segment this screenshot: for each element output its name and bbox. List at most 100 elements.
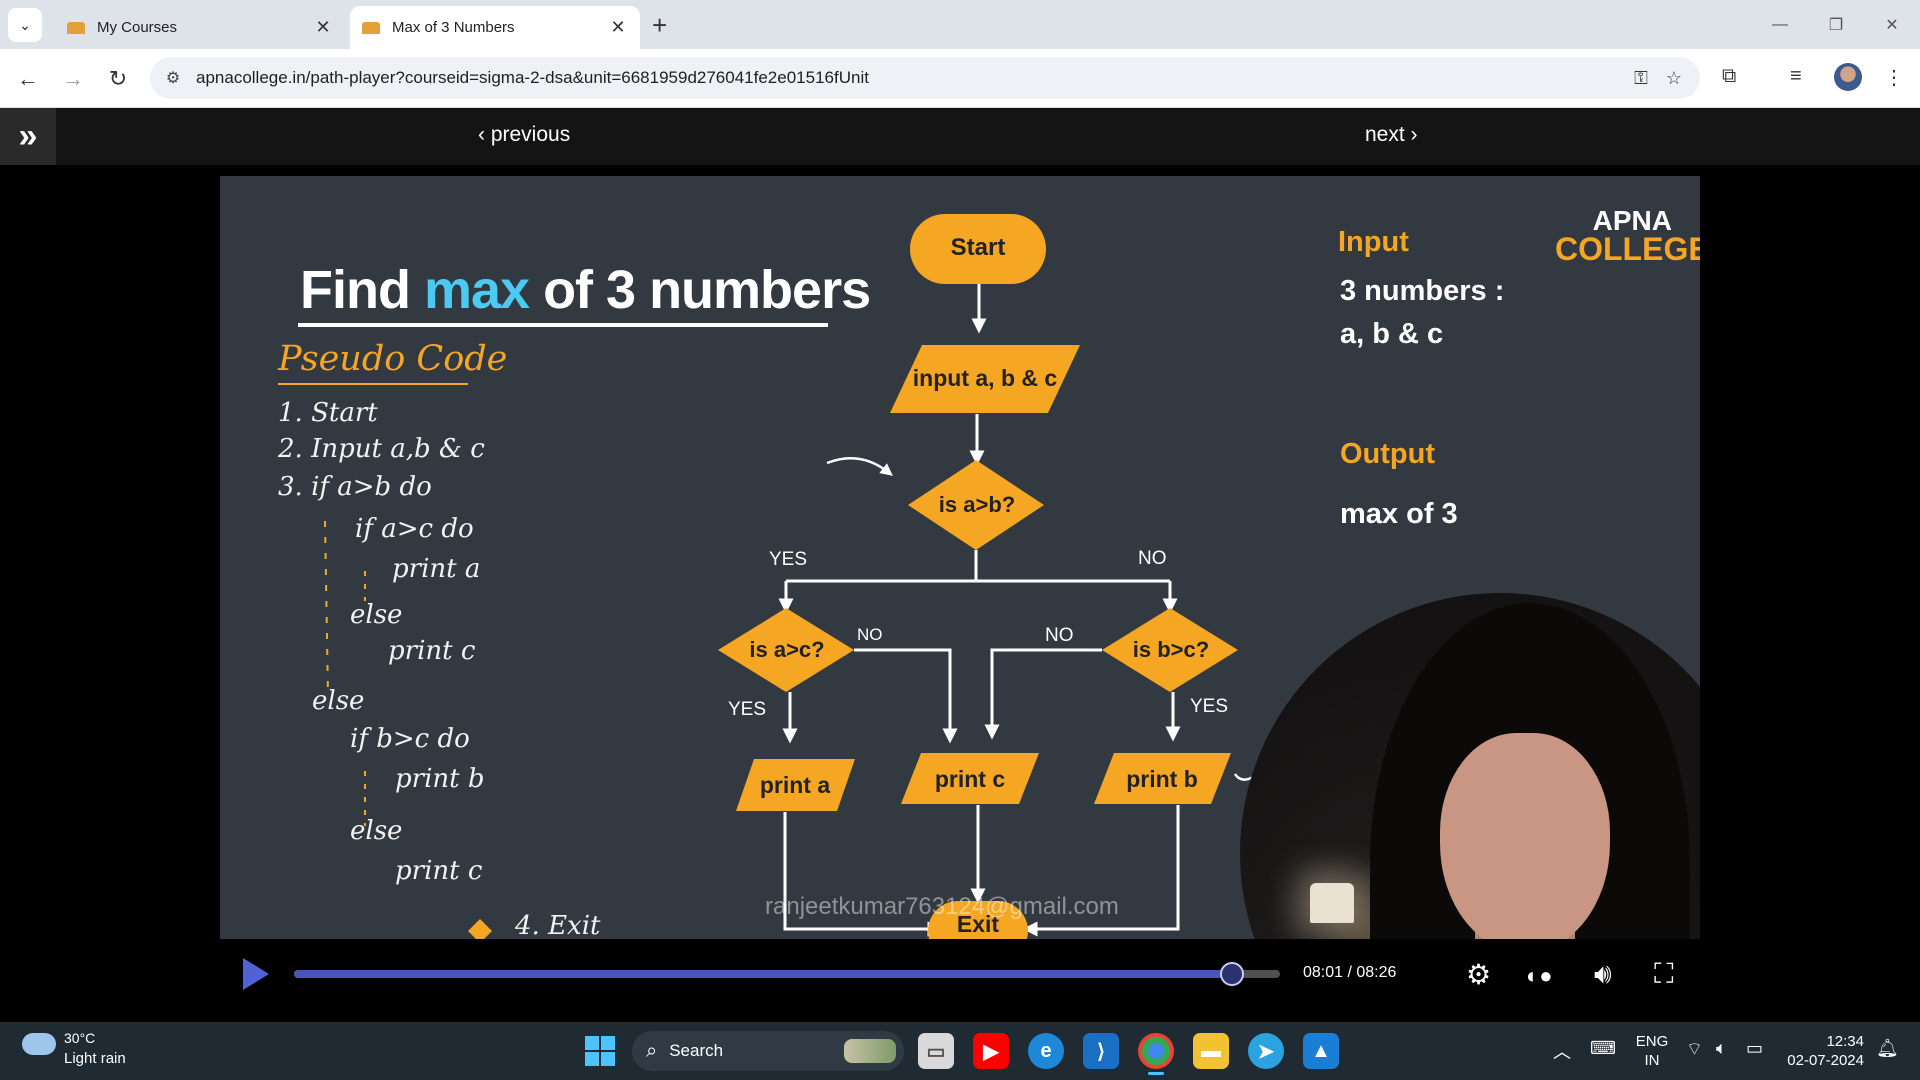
- apna-college-logo: APNA COLLEGE: [1555, 205, 1700, 267]
- flow-print-c-node: [901, 753, 1039, 804]
- windows-taskbar: 30°C Light rain ⌕ Search ▭ ▶ e ⟩ ▬ ➤ ▲ ︿…: [0, 1022, 1920, 1080]
- pseudo-code-underline: [278, 383, 468, 385]
- flow-cond3-label: is b>c?: [1132, 637, 1210, 662]
- play-icon[interactable]: [243, 958, 269, 990]
- chevron-down-icon: ⌄: [19, 16, 31, 33]
- search-highlight-image: [844, 1039, 896, 1063]
- restore-icon[interactable]: ❐: [1828, 16, 1844, 34]
- branch-yes-label: YES: [769, 549, 808, 570]
- close-icon[interactable]: ✕: [610, 17, 626, 37]
- search-icon: ⌕: [646, 1039, 658, 1062]
- pseudo-line: 3. if a>b do: [278, 472, 432, 502]
- cloud-rain-icon[interactable]: [22, 1033, 56, 1055]
- previous-link[interactable]: ‹ previous: [478, 123, 571, 146]
- star-icon[interactable]: ☆: [1665, 67, 1682, 88]
- reload-icon[interactable]: ↻: [108, 66, 128, 91]
- flow-cond1-label: is a>b?: [938, 492, 1016, 517]
- url-text: apnacollege.in/path-player?courseid=sigm…: [196, 68, 869, 87]
- branch-yes-label: YES: [728, 699, 767, 720]
- fullscreen-icon[interactable]: ⛶: [1654, 958, 1674, 989]
- branch-no-label: NO: [857, 625, 883, 644]
- flow-start-label: Start: [950, 234, 1006, 261]
- windows-start-icon[interactable]: [585, 1036, 615, 1066]
- key-icon[interactable]: ⚿: [1634, 67, 1648, 88]
- media-controls-icon[interactable]: ≡: [1790, 65, 1802, 87]
- input-heading: Input: [1338, 226, 1409, 258]
- wifi-icon[interactable]: ⌔: [1686, 1039, 1703, 1059]
- battery-icon[interactable]: ▭: [1746, 1038, 1764, 1058]
- chrome-icon[interactable]: [1138, 1033, 1174, 1075]
- flow-input-node: [890, 345, 1080, 413]
- flowchart-diagram: [324, 214, 1263, 939]
- pseudo-line: print a: [392, 554, 481, 584]
- file-explorer-icon[interactable]: ▬: [1193, 1033, 1229, 1069]
- pseudo-line: print c: [395, 856, 483, 886]
- tab-my-courses[interactable]: My Courses ✕: [55, 6, 345, 49]
- gear-icon[interactable]: ⚙: [1466, 959, 1492, 990]
- vscode-icon[interactable]: ⟩: [1083, 1033, 1119, 1069]
- next-link[interactable]: next ›: [1365, 123, 1418, 146]
- telegram-icon[interactable]: ➤: [1248, 1033, 1284, 1069]
- tab-max-of-3-numbers[interactable]: Max of 3 Numbers ✕: [350, 6, 640, 49]
- speaker-icon[interactable]: 🔈︎: [1716, 1038, 1727, 1058]
- tab-title: Max of 3 Numbers: [392, 19, 515, 36]
- weather-temperature[interactable]: 30°C: [64, 1030, 96, 1046]
- taskbar-search[interactable]: ⌕ Search: [632, 1031, 904, 1071]
- lamp-icon: [1310, 883, 1354, 923]
- photos-icon[interactable]: ▲: [1303, 1033, 1339, 1069]
- pseudo-line: else: [350, 816, 403, 846]
- progress-knob[interactable]: [1220, 962, 1245, 986]
- weather-description[interactable]: Light rain: [64, 1050, 126, 1067]
- pseudo-code-heading: Pseudo Code: [278, 339, 508, 379]
- search-label: Search: [669, 1041, 724, 1060]
- apna-college-favicon-icon: [67, 21, 85, 34]
- slide-title: Find max of 3 numbers: [300, 260, 871, 320]
- back-arrow-icon[interactable]: ←: [17, 66, 39, 91]
- flow-decision-a-gt-b: [908, 460, 1044, 550]
- pseudo-line: else: [312, 686, 365, 716]
- flow-cond2-label: is a>c?: [749, 637, 825, 662]
- notification-bell-icon[interactable]: 🔔︎: [1876, 1038, 1899, 1058]
- minimize-icon[interactable]: —: [1772, 15, 1788, 33]
- edge-icon[interactable]: e: [1028, 1033, 1064, 1069]
- window-controls: — ❐ ✕: [1752, 0, 1920, 49]
- task-view-icon[interactable]: ▭: [918, 1033, 954, 1069]
- output-text: max of 3: [1340, 498, 1458, 530]
- branch-no-label: NO: [1045, 625, 1074, 646]
- branch-yes-label: YES: [1190, 696, 1229, 717]
- tab-search-button[interactable]: ⌄: [8, 8, 42, 42]
- flow-print-b-node: [1094, 753, 1231, 804]
- menu-kebab-icon[interactable]: ⋮: [1884, 67, 1904, 89]
- new-tab-plus-icon[interactable]: +: [652, 10, 668, 40]
- flow-exit-label: Exit: [956, 911, 1000, 937]
- close-window-icon[interactable]: ✕: [1885, 16, 1899, 34]
- course-nav-bar: » ‹ previous next ›: [0, 108, 1920, 165]
- address-bar[interactable]: ⚙ apnacollege.in/path-player?courseid=si…: [150, 57, 1700, 99]
- presenter-webcam: [1240, 593, 1700, 939]
- profile-avatar[interactable]: [1834, 63, 1862, 91]
- close-icon[interactable]: ✕: [315, 17, 331, 37]
- pseudo-line: else: [350, 600, 403, 630]
- youtube-icon[interactable]: ▶: [973, 1033, 1009, 1069]
- tab-title: My Courses: [97, 19, 178, 36]
- flow-input-label: input a, b & c: [912, 365, 1058, 391]
- keyboard-icon[interactable]: ⌨: [1590, 1038, 1616, 1058]
- site-info-icon[interactable]: ⚙: [165, 70, 181, 87]
- progress-bar[interactable]: [294, 962, 1280, 986]
- extensions-icon[interactable]: ⧉: [1722, 65, 1737, 87]
- volume-icon[interactable]: 🔊︎: [1594, 958, 1612, 989]
- chevron-up-icon[interactable]: ︿: [1553, 1042, 1571, 1062]
- expand-sidebar-icon[interactable]: »: [0, 108, 56, 165]
- player-controls: [220, 939, 1700, 1022]
- presenter-face: [1440, 733, 1610, 939]
- forward-arrow-icon[interactable]: →: [62, 66, 84, 91]
- playback-speed-icon[interactable]: ◐●: [1526, 963, 1553, 988]
- pseudo-line: if a>c do: [355, 514, 474, 544]
- pseudo-line: 4. Exit: [515, 911, 601, 939]
- apna-college-favicon-icon: [362, 21, 380, 34]
- flow-print-b-label: print b: [1126, 766, 1198, 792]
- flow-print-a-node: [736, 759, 855, 811]
- progress-fill: [294, 970, 1233, 978]
